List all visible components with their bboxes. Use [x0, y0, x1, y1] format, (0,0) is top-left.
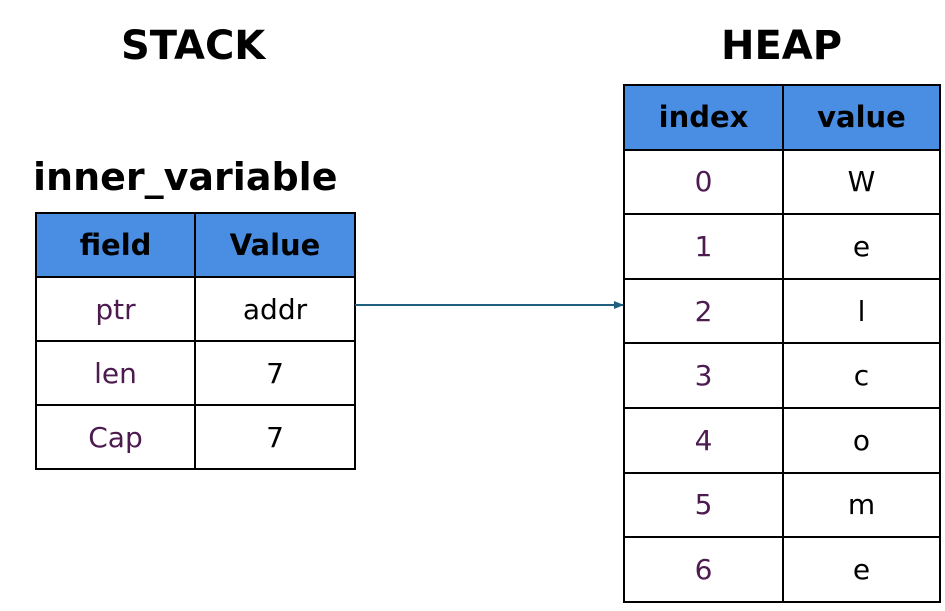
index-cell: 2 [623, 277, 784, 345]
value-cell: e [782, 536, 941, 603]
table-row: 3 c [623, 342, 941, 409]
index-cell: 4 [623, 406, 784, 474]
heap-table: index value 0 W 1 e 2 l 3 c 4 o 5 m 6 e [623, 84, 941, 603]
table-row: 6 e [623, 536, 941, 603]
value-cell: 7 [194, 340, 356, 406]
index-cell: 0 [623, 148, 784, 216]
stack-heading: STACK [121, 23, 266, 69]
value-cell: l [782, 277, 941, 345]
index-cell: 3 [623, 342, 784, 409]
table-row: len 7 [35, 340, 356, 406]
heap-header-row: index value [623, 84, 941, 151]
index-cell: 1 [623, 213, 784, 280]
heap-heading: HEAP [721, 23, 843, 69]
column-header-index: index [623, 84, 784, 151]
table-row: 1 e [623, 213, 941, 280]
value-cell: addr [194, 276, 356, 342]
table-row: 5 m [623, 471, 941, 539]
table-row: 0 W [623, 148, 941, 216]
index-cell: 5 [623, 471, 784, 539]
table-row: 4 o [623, 406, 941, 474]
value-cell: c [782, 342, 941, 409]
index-cell: 6 [623, 536, 784, 603]
stack-table: field Value ptr addr len 7 Cap 7 [35, 212, 356, 470]
column-header-field: field [35, 212, 196, 278]
stack-header-row: field Value [35, 212, 356, 278]
table-row: 2 l [623, 277, 941, 345]
table-row: ptr addr [35, 276, 356, 342]
table-row: Cap 7 [35, 404, 356, 470]
value-cell: W [782, 148, 941, 216]
value-cell: m [782, 471, 941, 539]
value-cell: e [782, 213, 941, 280]
column-header-value: Value [194, 212, 356, 278]
value-cell: 7 [194, 404, 356, 470]
value-cell: o [782, 406, 941, 474]
variable-name: inner_variable [33, 155, 338, 199]
field-cell: len [35, 340, 196, 406]
field-cell: Cap [35, 404, 196, 470]
column-header-value: value [782, 84, 941, 151]
field-cell: ptr [35, 276, 196, 342]
